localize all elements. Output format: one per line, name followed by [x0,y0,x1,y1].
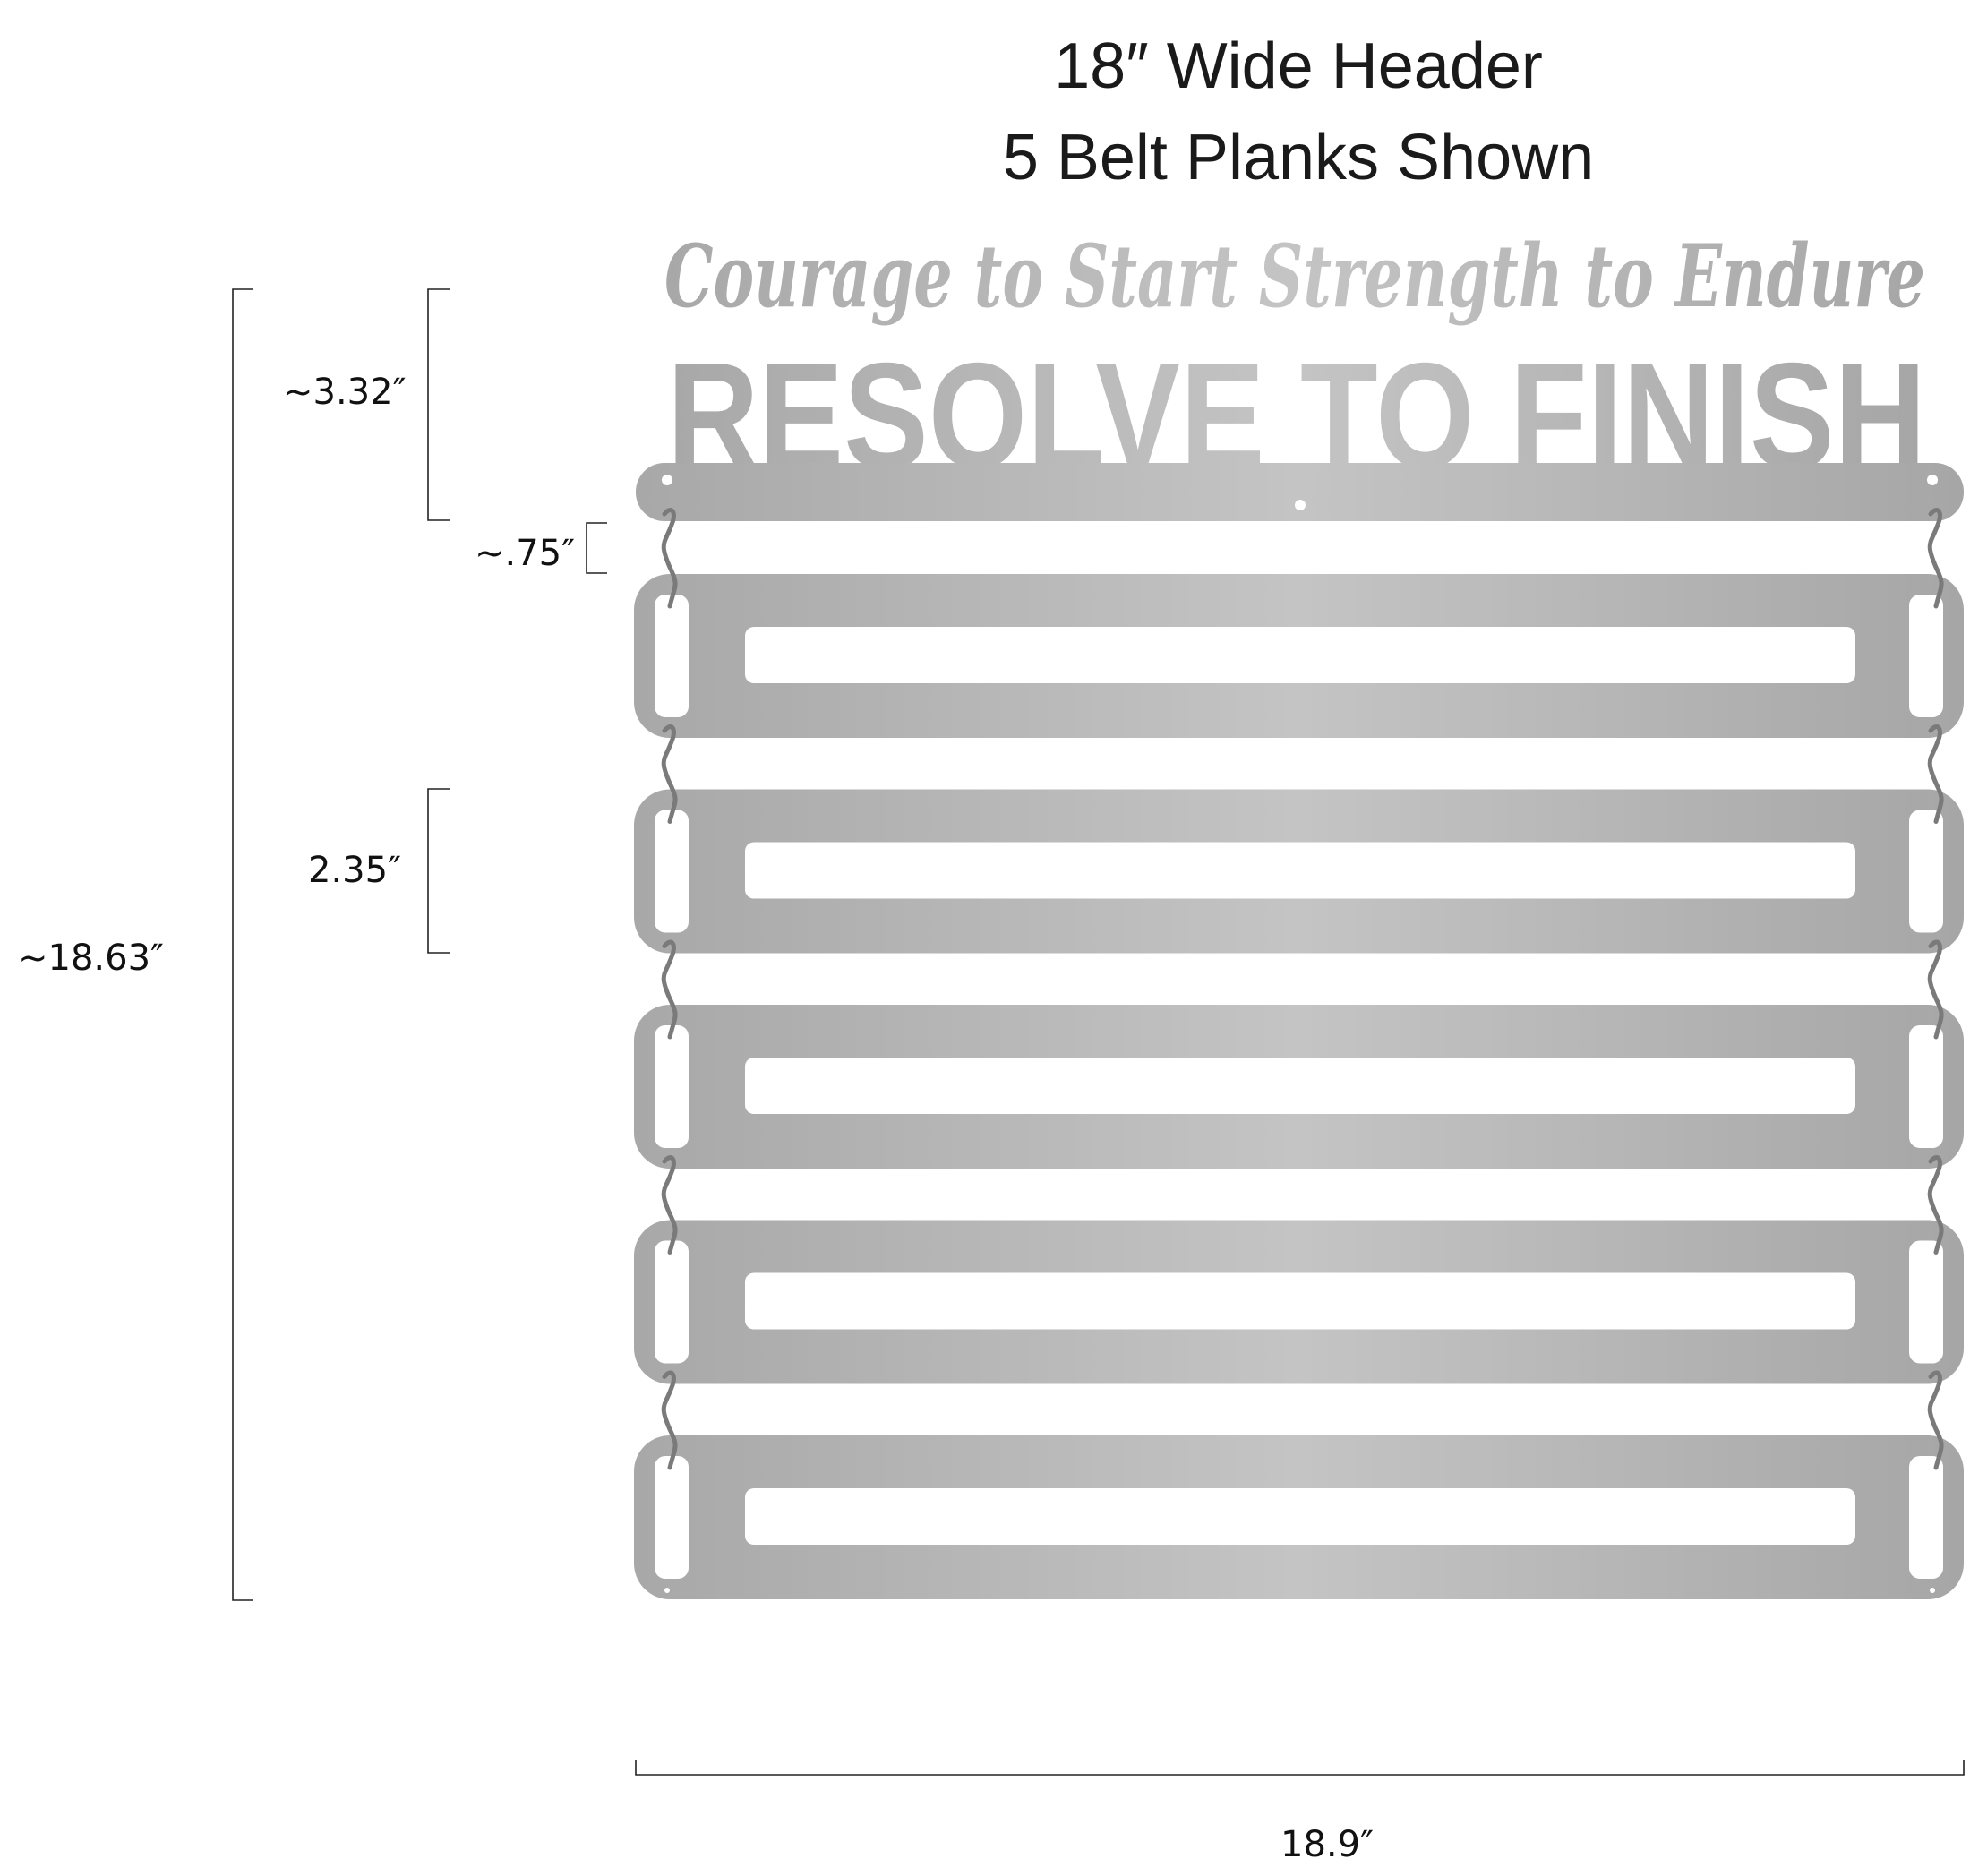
belt-plank [634,1220,1964,1384]
s-hook-right-1 [1927,724,1944,824]
belt-plank [634,789,1964,954]
header-script-text: Courage to Start Strength to Endure [664,226,1925,327]
s-hook-left-3 [661,1155,678,1255]
s-hook-left-2 [661,939,678,1040]
s-hook-left-0 [661,508,678,609]
belt-plank [634,1435,1964,1599]
belt-slot [745,842,1855,899]
s-hook-left-1 [661,724,678,824]
mount-hole-left [662,475,672,485]
side-slot-right [1909,1025,1943,1148]
dimension-total-height: ~18.63″ [18,938,164,979]
belt-slot [745,1058,1855,1114]
belt-plank [634,1005,1964,1169]
belt-slot [745,1488,1855,1545]
side-slot-left [655,1240,689,1364]
s-hook-right-3 [1927,1155,1944,1255]
belt-plank [634,574,1964,738]
mount-hole-center [1295,500,1306,510]
s-hook-right-4 [1927,1370,1944,1470]
belt-planks [634,574,1964,1599]
side-slot-left [655,595,689,717]
dimension-width: 18.9″ [1280,1824,1375,1865]
bottom-hole-right [1930,1588,1935,1593]
side-slot-left [655,1025,689,1148]
gap-bracket [586,522,607,574]
dimension-brackets [232,288,1965,1776]
total-height-bracket [232,288,253,1601]
s-hook-right-2 [1927,939,1944,1040]
bottom-hole-left [664,1588,670,1593]
side-slot-right [1909,1240,1943,1364]
s-hook-left-4 [661,1370,678,1470]
header-sign: Courage to Start Strength to Endure RESO… [636,226,1964,521]
s-hooks [661,508,1944,1470]
belt-slot [745,1272,1855,1330]
title-line-1: 18″ Wide Header [1054,30,1543,102]
side-slot-left [655,810,689,933]
plank-height-bracket [427,788,450,954]
mount-hole-right [1927,475,1938,485]
width-bracket [635,1760,1965,1776]
header-plate [636,463,1964,521]
side-slot-right [1909,595,1943,717]
belt-slot [745,627,1855,683]
dimension-plank-height: 2.35″ [308,850,402,891]
side-slot-right [1909,1456,1943,1579]
dimension-header-height: ~3.32″ [283,372,407,413]
side-slot-right [1909,810,1943,933]
title-line-2: 5 Belt Planks Shown [1002,122,1595,193]
s-hook-right-0 [1927,508,1944,609]
dimension-gap: ~.75″ [475,533,576,574]
side-slot-left [655,1456,689,1579]
header-height-bracket [427,288,450,521]
